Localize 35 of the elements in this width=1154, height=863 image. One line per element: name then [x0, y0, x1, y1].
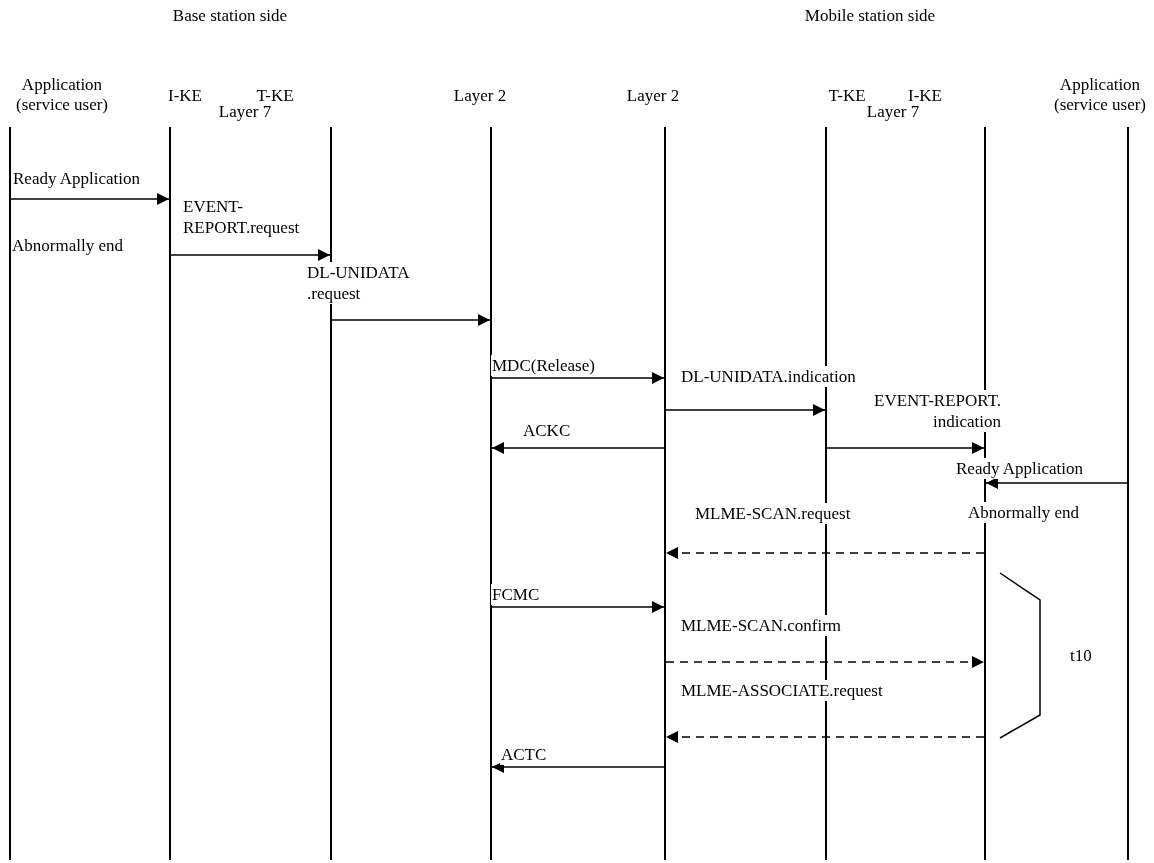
- arrow: [491, 761, 665, 773]
- lifeline-header: Layer 2: [452, 86, 508, 106]
- arrow: [826, 442, 985, 454]
- lifeline: [490, 127, 492, 860]
- edge-label: FCMC: [491, 584, 541, 605]
- edge-label: MDC(Release): [491, 355, 596, 376]
- lifeline-header: Application (service user): [15, 75, 109, 115]
- lifeline: [664, 127, 666, 860]
- arrow: [985, 477, 1128, 489]
- arrow: [491, 372, 665, 384]
- arrow: [10, 193, 170, 205]
- arrow: [170, 249, 331, 261]
- lifeline: [1127, 127, 1129, 860]
- lifeline: [9, 127, 11, 860]
- dashed-arrow: [665, 656, 985, 668]
- lifeline-header: Application (service user): [1053, 75, 1147, 115]
- lifeline: [330, 127, 332, 860]
- edge-label: MLME-SCAN.confirm: [680, 615, 843, 636]
- edge-label: MLME-ASSOCIATE.request: [680, 680, 884, 701]
- lifeline: [984, 127, 986, 860]
- arrow: [665, 404, 826, 416]
- lifeline-header: Layer 2: [625, 86, 681, 106]
- dashed-arrow: [665, 731, 985, 743]
- edge-label: MLME-SCAN.request: [694, 503, 852, 524]
- edge-label: DL-UNIDATA.indication: [680, 366, 857, 387]
- arrow: [491, 601, 665, 613]
- arrow: [491, 442, 665, 454]
- arrow: [331, 314, 491, 326]
- lifeline: [825, 127, 827, 860]
- dashed-arrow: [665, 547, 985, 559]
- lifeline-header: I-KE: [167, 86, 203, 106]
- lifeline-header: T-KE: [827, 86, 867, 106]
- lifeline: [169, 127, 171, 860]
- message-note: Abnormally end: [968, 502, 1079, 523]
- edge-label: Ready Application: [955, 458, 1084, 479]
